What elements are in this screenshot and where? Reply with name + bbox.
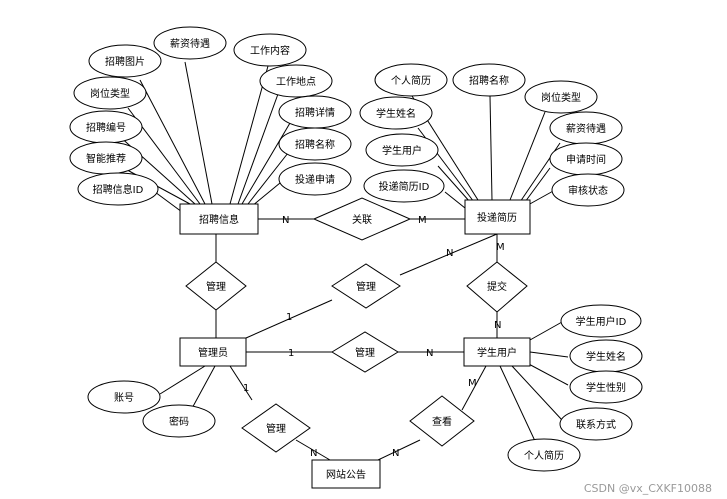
svg-text:查看: 查看 [432,415,452,428]
svg-text:岗位类型: 岗位类型 [541,91,581,104]
svg-text:审核状态: 审核状态 [568,184,608,197]
entities: 招聘信息 投递简历 管理员 学生用户 网站公告 [179,199,531,489]
attribute-ellipse: 薪资待遇 [549,111,623,145]
svg-text:招聘编号: 招聘编号 [86,121,126,134]
cardinality-label: N [282,215,289,226]
svg-text:投递简历: 投递简历 [477,211,517,224]
attribute-ellipse: 投递申请 [278,162,352,196]
attribute-ellipse: 招聘信息ID [77,172,159,206]
attribute-ellipse: 学生用户 [365,133,439,167]
attribute-ellipse: 账号 [87,380,161,414]
svg-text:管理: 管理 [356,280,376,293]
attribute-ellipse: 工作内容 [233,33,307,67]
entity-box: 投递简历 [464,199,531,235]
cardinality-label: N [310,448,317,459]
svg-text:学生姓名: 学生姓名 [376,107,416,120]
admin-attributes: 账号 密码 [87,380,216,438]
cardinality-labels: N M N 1 M N 1 N 1 N N M [243,215,505,459]
svg-text:关联: 关联 [352,213,372,226]
svg-text:学生姓名: 学生姓名 [586,350,626,363]
attribute-ellipse: 薪资待遇 [153,26,227,60]
svg-text:管理: 管理 [206,280,226,293]
svg-text:招聘详情: 招聘详情 [295,106,335,119]
svg-text:学生用户ID: 学生用户ID [576,315,627,328]
attribute-ellipse: 学生姓名 [569,339,643,373]
attribute-ellipse: 智能推荐 [69,141,143,175]
svg-text:薪资待遇: 薪资待遇 [170,37,210,50]
cardinality-label: 1 [243,383,249,394]
attribute-ellipse: 申请时间 [549,142,623,176]
svg-text:管理: 管理 [355,346,375,359]
svg-text:管理员: 管理员 [198,346,228,359]
attribute-ellipse: 招聘名称 [452,63,526,97]
svg-text:个人简历: 个人简历 [524,449,564,462]
attribute-ellipse: 学生姓名 [359,96,433,130]
relation-diamond: 管理 [185,261,247,311]
relation-diamond: 提交 [466,261,528,313]
student-attributes: 学生用户ID 学生姓名 学生性别 联系方式 个人简历 [507,304,643,472]
entity-box: 管理员 [179,337,247,367]
svg-text:投递简历ID: 投递简历ID [379,180,430,193]
attribute-ellipse: 个人简历 [507,438,581,472]
attribute-ellipse: 岗位类型 [73,76,147,110]
relation-diamond: 管理 [241,403,311,453]
svg-text:网站公告: 网站公告 [326,468,366,481]
svg-text:学生用户: 学生用户 [477,346,517,359]
svg-text:岗位类型: 岗位类型 [90,87,130,100]
cardinality-label: N [446,248,453,259]
svg-text:投递申请: 投递申请 [295,173,335,186]
svg-text:密码: 密码 [169,415,189,428]
svg-text:申请时间: 申请时间 [566,153,606,166]
relation-diamond: 关联 [312,197,412,241]
cardinality-label: N [426,348,433,359]
attribute-ellipse: 个人简历 [374,63,448,97]
attribute-ellipse: 联系方式 [559,407,633,441]
svg-text:招聘信息ID: 招聘信息ID [93,183,144,196]
attribute-ellipse: 工作地点 [259,64,333,98]
relation-diamond: 管理 [331,263,401,309]
svg-text:招聘信息: 招聘信息 [199,213,239,226]
attribute-ellipse: 审核状态 [551,173,625,207]
attribute-ellipse: 招聘图片 [88,44,162,78]
cardinality-label: M [418,215,427,226]
attribute-ellipse: 岗位类型 [524,80,598,114]
svg-text:招聘名称: 招聘名称 [295,138,335,151]
resume-attributes: 个人简历 招聘名称 岗位类型 学生姓名 薪资待遇 学生用户 申请时间 投递简历I… [359,63,625,207]
svg-text:管理: 管理 [266,422,286,435]
cardinality-label: 1 [286,312,292,323]
attribute-ellipse: 招聘编号 [69,110,143,144]
relation-diamond: 管理 [331,331,399,373]
svg-text:工作地点: 工作地点 [276,75,316,88]
svg-text:账号: 账号 [114,392,134,404]
svg-text:学生性别: 学生性别 [586,381,626,394]
svg-text:招聘名称: 招聘名称 [469,74,509,87]
svg-text:工作内容: 工作内容 [250,44,290,57]
recruit-attributes: 招聘图片 薪资待遇 工作内容 岗位类型 工作地点 招聘编号 招聘详情 智能推荐 … [69,26,352,206]
attribute-ellipse: 密码 [142,404,216,438]
attribute-ellipse: 学生用户ID [560,304,642,338]
attribute-ellipse: 投递简历ID [363,169,445,203]
svg-text:智能推荐: 智能推荐 [86,152,126,165]
svg-text:薪资待遇: 薪资待遇 [566,122,606,135]
cardinality-label: N [494,320,501,331]
svg-text:招聘图片: 招聘图片 [105,55,145,68]
cardinality-label: N [392,448,399,459]
watermark-text: CSDN @vx_CXKF10088 [584,482,712,495]
cardinality-label: M [468,378,477,389]
relation-diamond: 查看 [409,395,475,447]
svg-text:个人简历: 个人简历 [391,74,431,87]
entity-box: 网站公告 [311,459,381,489]
attribute-ellipse: 招聘名称 [278,127,352,161]
svg-text:提交: 提交 [487,280,507,293]
entity-box: 学生用户 [463,337,531,367]
svg-text:联系方式: 联系方式 [576,418,616,431]
entity-box: 招聘信息 [179,203,259,235]
cardinality-label: 1 [288,348,294,359]
cardinality-label: M [496,242,505,253]
attribute-ellipse: 招聘详情 [278,95,352,129]
svg-text:学生用户: 学生用户 [382,144,422,157]
relationships: 关联 管理 管理 提交 管理 管理 查看 [185,197,528,453]
attribute-ellipse: 学生性别 [569,370,643,404]
